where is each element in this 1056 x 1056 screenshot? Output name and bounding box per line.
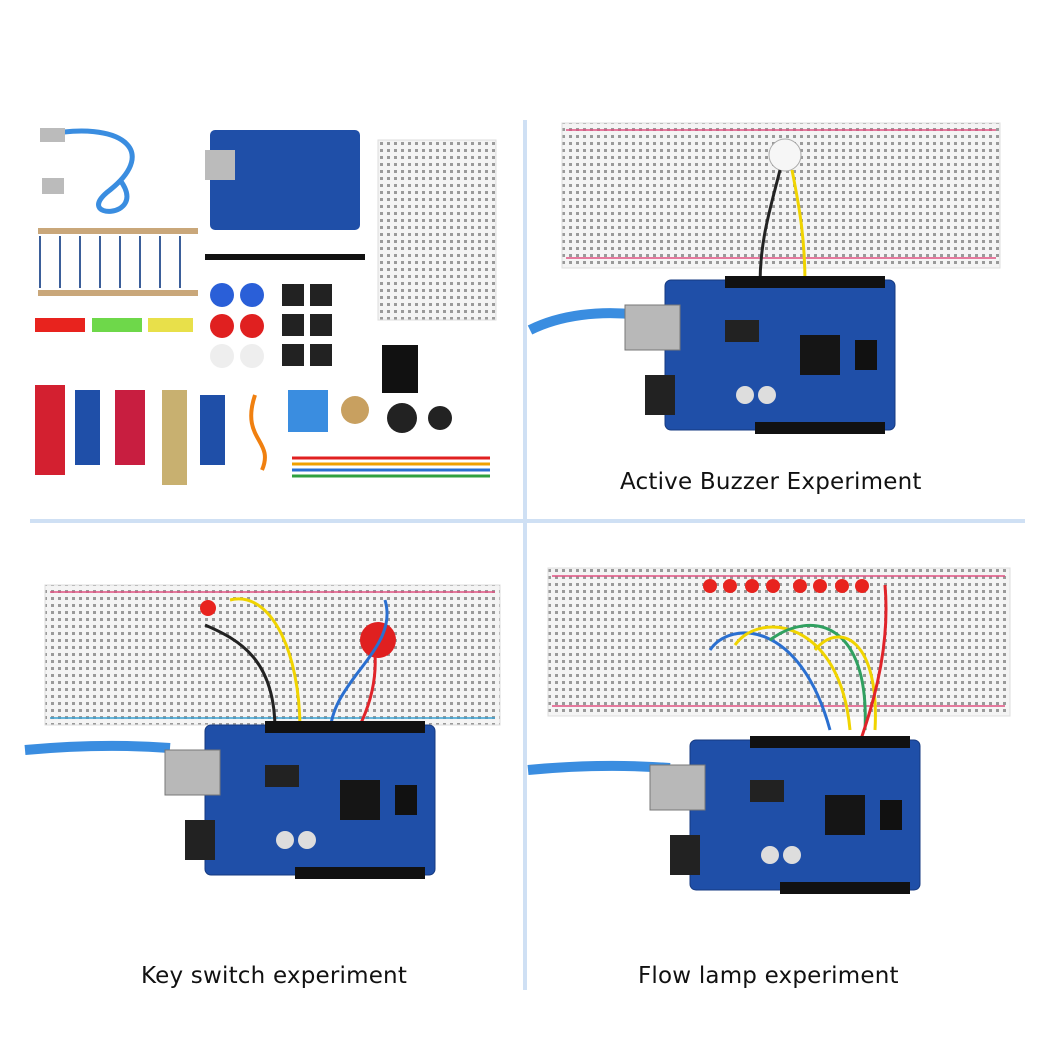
kit-contents: [35, 128, 497, 485]
buzzer-experiment-photo: [527, 122, 1001, 435]
caption-flow-lamp-experiment: Flow lamp experiment: [638, 963, 899, 989]
quadrant-dividers: [30, 120, 1025, 990]
caption-key-switch-experiment: Key switch experiment: [141, 963, 408, 989]
caption-active-buzzer-experiment: Active Buzzer Experiment: [620, 469, 922, 495]
flow-lamp-experiment-photo: [527, 567, 1011, 895]
key-switch-experiment-photo: [24, 584, 501, 880]
